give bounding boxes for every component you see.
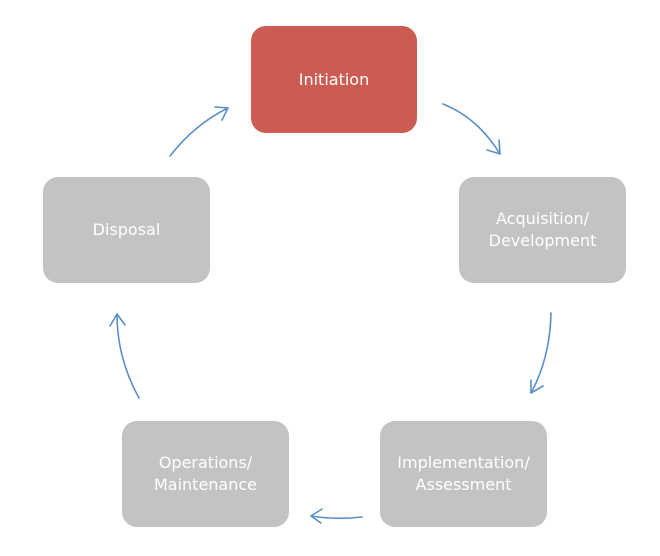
node-label-disposal: Disposal xyxy=(92,220,161,239)
arrow-acquisition-to-implementation xyxy=(530,312,552,394)
arrowhead-disposal-to-initiation xyxy=(214,106,229,121)
node-acquisition-development: Acquisition/ Development xyxy=(459,177,626,283)
node-implementation-assessment: Implementation/ Assessment xyxy=(380,421,547,527)
node-initiation: Initiation xyxy=(251,26,417,133)
node-label-initiation: Initiation xyxy=(298,69,370,89)
arrow-operations-to-disposal xyxy=(116,313,140,399)
node-label-operations-maintenance: Operations/ Maintenance xyxy=(153,453,258,494)
arrow-implementation-to-operations xyxy=(310,515,363,520)
node-label-implementation-assessment: Implementation/ Assessment xyxy=(397,453,530,494)
arrowhead-implementation-to-operations xyxy=(310,508,323,524)
arrow-initiation-to-acquisition xyxy=(442,103,501,155)
arrow-disposal-to-initiation xyxy=(169,107,229,157)
arrowhead-operations-to-disposal xyxy=(109,313,126,327)
node-operations-maintenance: Operations/ Maintenance xyxy=(122,421,289,527)
arrowhead-acquisition-to-implementation xyxy=(530,379,544,394)
node-label-acquisition-development: Acquisition/ Development xyxy=(488,209,597,250)
arrowhead-initiation-to-acquisition xyxy=(486,139,501,155)
node-disposal: Disposal xyxy=(43,177,210,283)
